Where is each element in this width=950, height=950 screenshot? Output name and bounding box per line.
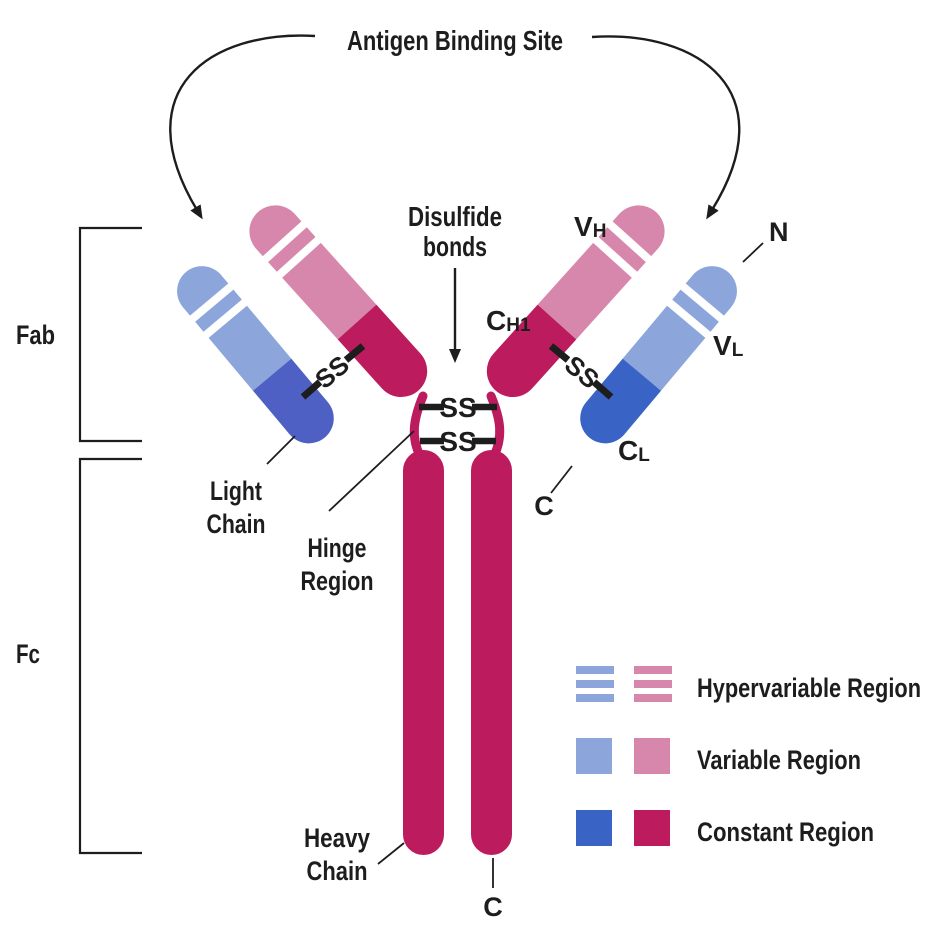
heavy-chain-right-hypervariable-stripe [598,227,646,272]
hinge-ss-bond-2: SS [420,426,496,457]
heavy-chain-right-arm [486,205,665,397]
hinge-region-label-line1: Hinge [308,533,367,563]
stripe [576,694,614,702]
c-terminus-label-right: C [534,491,554,521]
stripe [634,666,672,674]
ss-dash [548,343,571,363]
ch1-sub: H1 [506,315,531,336]
heavy-chain-left-variable-region [282,242,377,340]
ch1-label: CH1 [486,305,531,336]
legend-swatch-constant-blue [576,810,612,846]
ss-label: SS [439,426,476,457]
light-chain-label-line1: Light [210,476,262,506]
heavy-chain-right-variable-region [537,242,632,340]
vl-label: VL [713,330,744,361]
fc-bracket [78,457,142,855]
cl-sub: L [638,445,650,466]
light-chain-right [580,266,737,444]
legend-label-hypervariable: Hypervariable Region [697,673,921,703]
legend: Hypervariable Region Variable Region Con… [576,666,921,847]
cl-main: C [618,435,638,466]
vl-sub: L [732,340,744,361]
light-chain-right-tip [685,266,737,316]
heavy-chain-label-line1: Heavy [304,823,370,853]
heavy-chain-left-tip [249,205,302,257]
n-terminus-leader-line [742,242,764,263]
fab-ss-bond-right: SS [548,343,614,400]
legend-label-variable: Variable Region [697,745,861,775]
stripe [576,680,614,688]
antigen-binding-site-label: Antigen Binding Site [347,25,563,56]
hinge-region-leader-line [328,430,415,512]
disulfide-bonds-label-line2: bonds [423,231,487,262]
heavy-chain-stalk-right [471,450,512,855]
ss-dash [300,379,323,400]
light-chain-left-constant-region [252,358,334,444]
hinge-ss-bond-1: SS [419,392,497,423]
hinge-region-label-line2: Region [301,566,374,596]
legend-swatch-variable-blue [576,738,612,774]
heavy-chain-stalk-left [403,450,444,855]
heavy-chain-left-hypervariable-stripe [268,227,316,272]
legend-label-constant: Constant Region [697,817,874,847]
ss-dash [591,379,614,400]
legend-swatch-constant-magenta [634,810,670,846]
vh-main: V [574,211,593,242]
c-terminus-leader-line-right [550,465,573,494]
heavy-chain-right-ch1-region [486,304,577,397]
heavy-chain-right-tip [612,205,665,257]
light-chain-left-variable-region [208,305,292,391]
ss-label: SS [439,392,476,423]
stripe [634,680,672,688]
vh-sub: H [593,221,607,242]
vl-main: V [713,330,732,361]
fc-label: Fc [16,639,40,669]
fab-label: Fab [16,320,55,350]
legend-swatch-variable-pink [634,738,670,774]
hinge-tube-left [409,391,428,461]
fab-ss-bond-left: SS [300,343,366,400]
light-chain-label-line2: Chain [207,509,266,539]
fab-bracket [78,226,142,443]
heavy-chain-leader-line [377,842,405,865]
light-chain-right-constant-region [580,358,662,444]
antigen-binding-arrow-left [169,34,316,220]
heavy-chain-label-line2: Chain [307,856,368,886]
stripe [634,694,672,702]
light-chain-left-tip [177,266,229,316]
legend-swatch-hypervariable-pink [634,666,672,702]
ss-dash [343,343,366,363]
light-chain-leader-line [266,435,296,465]
heavy-chain-left-ch1-region [337,304,428,397]
light-chain-right-hypervariable-stripe [672,289,719,332]
light-chain-left [177,266,334,444]
antigen-binding-arrow-right [591,35,741,220]
light-chain-left-hypervariable-stripe [195,289,242,332]
stripe [576,666,614,674]
n-terminus-label: N [769,217,789,247]
legend-swatch-hypervariable-blue [576,666,614,702]
light-chain-right-variable-region [622,305,706,391]
vh-label: VH [574,211,606,242]
cl-label: CL [618,435,650,466]
heavy-chain-left-arm [249,205,428,397]
disulfide-bonds-label-line1: Disulfide [408,201,502,232]
ch1-main: C [486,305,506,336]
c-terminus-label-bottom: C [483,892,503,922]
